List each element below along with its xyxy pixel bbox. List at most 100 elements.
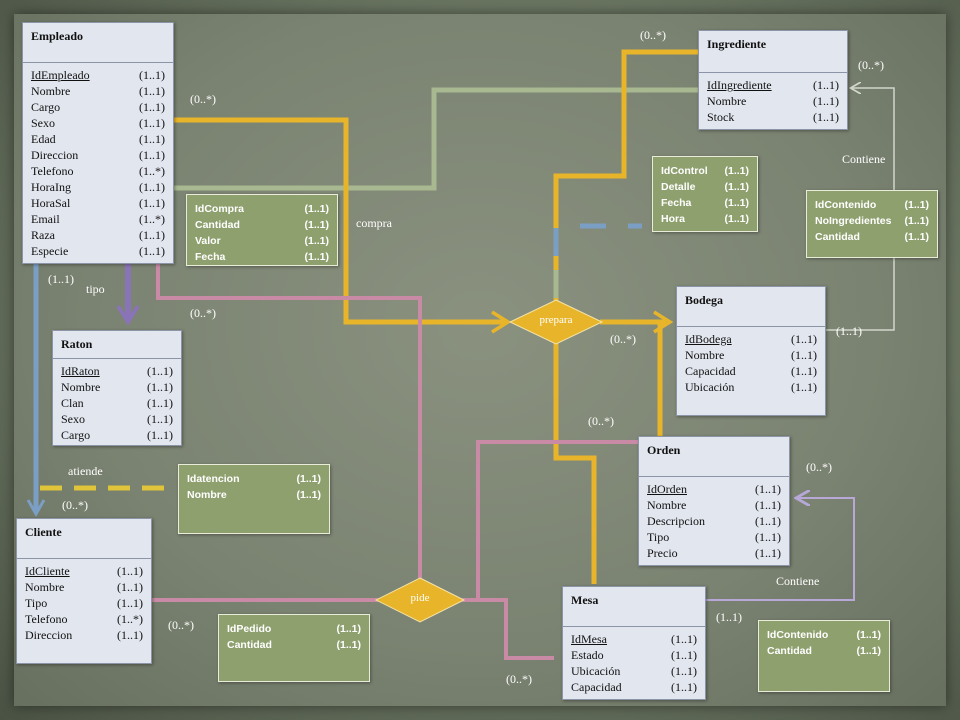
card-label: (0..*) — [506, 672, 532, 686]
attribute-cardinality: (1..*) — [117, 612, 143, 626]
entity-title: Ingrediente — [699, 31, 847, 73]
attribute-cardinality: (1..1) — [755, 546, 781, 560]
attribute-name: Nombre — [647, 498, 687, 512]
note-attribute-row: IdContenido(1..1) — [815, 197, 929, 213]
note-attribute-cardinality: (1..1) — [724, 165, 749, 177]
card-label: (0..*) — [190, 306, 216, 320]
attribute-name: Cargo — [31, 100, 61, 114]
attribute-cardinality: (1..1) — [813, 110, 839, 124]
card-label: (0..*) — [168, 618, 194, 632]
attr-list: IdCliente(1..1)Nombre(1..1)Tipo(1..1)Tel… — [17, 559, 151, 647]
note-attribute-name: Idatencion — [187, 473, 240, 485]
note-attribute-row: Valor(1..1) — [195, 233, 329, 249]
entity-empleado[interactable]: Empleado IdEmpleado(1..1)Nombre(1..1)Car… — [22, 22, 174, 264]
primary-key-attribute: IdOrden(1..1) — [647, 481, 781, 497]
attribute-name: Tipo — [25, 596, 48, 610]
attribute-cardinality: (1..1) — [671, 632, 697, 646]
note-contenido-orden: IdContenido(1..1)Cantidad(1..1) — [758, 620, 890, 692]
attribute-row: Ubicación(1..1) — [685, 379, 817, 395]
note-attribute-name: Cantidad — [227, 639, 272, 651]
entity-title: Mesa — [563, 587, 705, 627]
attribute-name: Sexo — [61, 412, 85, 426]
attribute-name: IdMesa — [571, 632, 607, 646]
attribute-name: Ubicación — [685, 380, 735, 394]
attribute-name: Clan — [61, 396, 84, 410]
diamond-pide[interactable]: pide — [410, 592, 430, 604]
label-compra: compra — [356, 216, 392, 230]
card-label: (0..*) — [588, 414, 614, 428]
attribute-row: Cargo (1..1) — [31, 99, 165, 115]
note-atencion: Idatencion(1..1)Nombre(1..1) — [178, 464, 330, 534]
primary-key-attribute: IdRaton(1..1) — [61, 363, 173, 379]
attribute-cardinality: (1..1) — [139, 196, 165, 210]
entity-orden[interactable]: Orden IdOrden(1..1)Nombre(1..1)Descripci… — [638, 436, 790, 566]
attribute-cardinality: (1..1) — [117, 628, 143, 642]
attribute-cardinality: (1..1) — [671, 648, 697, 662]
diamond-prepara[interactable]: prepara — [539, 314, 573, 326]
note-attribute-row: Hora(1..1) — [661, 211, 749, 227]
note-attribute-name: IdContenido — [815, 199, 877, 211]
entity-title: Bodega — [677, 287, 825, 327]
attribute-cardinality: (1..1) — [813, 94, 839, 108]
attribute-cardinality: (1..1) — [791, 332, 817, 346]
note-attribute-name: Fecha — [661, 197, 692, 209]
attribute-cardinality: (1..1) — [791, 364, 817, 378]
attribute-name: Stock — [707, 110, 735, 124]
attribute-row: Nombre(1..1) — [61, 379, 173, 395]
attribute-row: HoraIng(1..1) — [31, 179, 165, 195]
attribute-name: Especie — [31, 244, 69, 258]
card-label: (0..*) — [610, 332, 636, 346]
attribute-name: Direccion — [31, 148, 79, 162]
attribute-row: Direccion(1..1) — [25, 627, 143, 643]
attribute-cardinality: (1..1) — [139, 180, 165, 194]
diamond-prepara-shape — [508, 299, 604, 345]
primary-key-attribute: IdEmpleado(1..1) — [31, 67, 165, 83]
label-contiene-orden: Contiene — [776, 574, 820, 588]
attribute-name: Capacidad — [685, 364, 736, 378]
note-attribute-row: Idatencion(1..1) — [187, 471, 321, 487]
note-attribute-cardinality: (1..1) — [336, 623, 361, 635]
attribute-cardinality: (1..1) — [117, 564, 143, 578]
entity-ingrediente[interactable]: Ingrediente IdIngrediente(1..1)Nombre(1.… — [698, 30, 848, 130]
attribute-cardinality: (1..1) — [755, 482, 781, 496]
note-attribute-row: Cantidad(1..1) — [195, 217, 329, 233]
attribute-row: Nombre(1..1) — [25, 579, 143, 595]
card-label: (0..*) — [806, 460, 832, 474]
attribute-cardinality: (1..1) — [139, 244, 165, 258]
note-attribute-row: Nombre(1..1) — [187, 487, 321, 503]
attribute-name: Ubicación — [571, 664, 621, 678]
card-label: (1..1) — [48, 272, 74, 286]
attribute-cardinality: (1..1) — [139, 68, 165, 82]
attribute-cardinality: (1..1) — [755, 514, 781, 528]
attribute-name: Sexo — [31, 116, 55, 130]
attr-list: IdBodega(1..1)Nombre(1..1)Capacidad(1..1… — [677, 327, 825, 399]
attr-list: IdMesa(1..1)Estado(1..1)Ubicación(1..1)C… — [563, 627, 705, 699]
attribute-cardinality: (1..1) — [139, 116, 165, 130]
attribute-row: Telefono(1..*) — [25, 611, 143, 627]
line-compra — [172, 117, 505, 325]
attribute-cardinality: (1..1) — [139, 100, 165, 114]
attribute-row: Especie (1..1) — [31, 243, 165, 259]
entity-cliente[interactable]: Cliente IdCliente(1..1)Nombre(1..1)Tipo(… — [16, 518, 152, 664]
card-label: (0..*) — [62, 498, 88, 512]
entity-title: Raton — [53, 331, 181, 359]
line-pide-orden — [476, 440, 648, 600]
attribute-row: Email(1..*) — [31, 211, 165, 227]
note-attribute-name: Valor — [195, 235, 221, 247]
entity-raton[interactable]: Raton IdRaton(1..1)Nombre(1..1)Clan(1..1… — [52, 330, 182, 446]
note-attribute-row: Fecha(1..1) — [195, 249, 329, 265]
attribute-name: Email — [31, 212, 60, 226]
entity-mesa[interactable]: Mesa IdMesa(1..1)Estado(1..1)Ubicación(1… — [562, 586, 706, 700]
attribute-name: Precio — [647, 546, 678, 560]
primary-key-attribute: IdCliente(1..1) — [25, 563, 143, 579]
entity-bodega[interactable]: Bodega IdBodega(1..1)Nombre(1..1)Capacid… — [676, 286, 826, 416]
attribute-row: Precio (1..1) — [647, 545, 781, 561]
attribute-cardinality: (1..1) — [791, 348, 817, 362]
attribute-name: IdRaton — [61, 364, 100, 378]
attribute-name: Raza — [31, 228, 55, 242]
line-prepara-mesa — [553, 342, 597, 584]
note-attribute-name: IdCompra — [195, 203, 245, 215]
attribute-name: Edad — [31, 132, 56, 146]
entity-title: Orden — [639, 437, 789, 477]
